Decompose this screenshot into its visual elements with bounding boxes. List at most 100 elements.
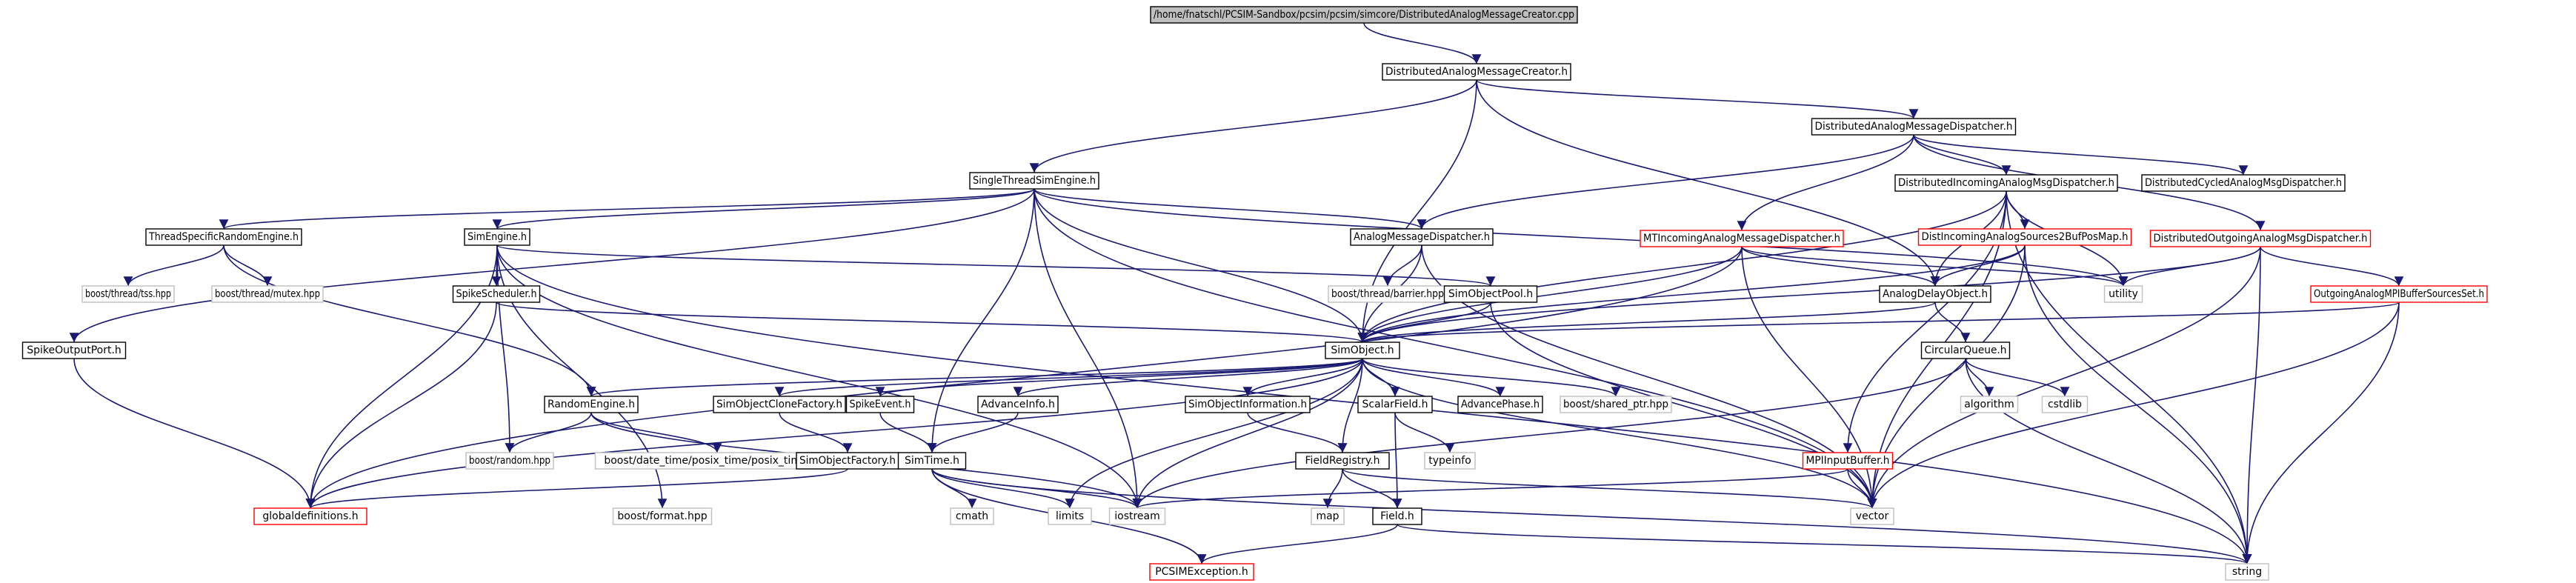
node-tsre[interactable]: ThreadSpecificRandomEngine.h (145, 228, 302, 246)
node-cq[interactable]: CircularQueue.h (1920, 342, 2011, 359)
node-socf[interactable]: SimObjectCloneFactory.h (713, 396, 846, 413)
edge-doamd-to-string (2242, 246, 2261, 564)
node-omb[interactable]: OutgoingAnalogMPIBufferSourcesSet.h (2310, 285, 2488, 303)
node-gd[interactable]: globaldefinitions.h (253, 507, 367, 525)
node-map: map (1311, 507, 1345, 525)
node-diamd[interactable]: DistributedIncomingAnalogMsgDispatcher.h (1894, 174, 2118, 192)
node-box (1311, 507, 1345, 525)
node-bsp: boost/shared_ptr.hpp (1560, 396, 1672, 413)
node-spe[interactable]: SpikeEvent.h (845, 396, 915, 413)
node-ai[interactable]: AdvanceInfo.h (977, 396, 1059, 413)
node-amd[interactable]: AnalogMessageDispatcher.h (1350, 228, 1494, 246)
node-box (1640, 230, 1844, 247)
node-box (1295, 452, 1390, 470)
node-damc[interactable]: DistributedAnalogMessageCreator.h (1382, 63, 1571, 81)
node-box (253, 507, 367, 525)
node-stse[interactable]: SingleThreadSimEngine.h (969, 172, 1099, 190)
edge-dias2b-to-vector (1867, 244, 2026, 509)
edge-damc-to-damd (1476, 79, 1919, 119)
node-label: SingleThreadSimEngine.h (973, 175, 1096, 187)
node-box (464, 228, 530, 246)
node-limits: limits (1048, 507, 1092, 525)
node-mtiamd[interactable]: MTIncomingAnalogMessageDispatcher.h (1640, 230, 1844, 247)
node-ado[interactable]: AnalogDelayObject.h (1879, 285, 1991, 303)
node-label: SimObjectInformation.h (1188, 399, 1307, 410)
node-label: boost/thread/mutex.hpp (215, 288, 320, 300)
node-field[interactable]: Field.h (1372, 507, 1422, 525)
edge-damd-to-mtiamd (1737, 134, 1914, 231)
node-box (1048, 507, 1092, 525)
edge-fr-to-field (1342, 468, 1402, 509)
edge-stse-to-amd (1034, 188, 1427, 230)
node-label: Field.h (1380, 510, 1414, 522)
edge-so-to-ap (1362, 358, 1505, 397)
node-ap[interactable]: AdvancePhase.h (1457, 396, 1543, 413)
node-box (950, 507, 994, 525)
edge-mpib-to-iostream (1133, 468, 1848, 509)
node-root[interactable]: /home/fnatschl/PCSIM-Sandbox/pcsim/pcsim… (1150, 6, 1578, 24)
node-dcamd[interactable]: DistributedCycledAnalogMsgDispatcher.h (2141, 174, 2346, 192)
edge-se-to-sop (496, 244, 1495, 287)
node-sop2[interactable]: SpikeOutputPort.h (21, 342, 127, 359)
node-box (1382, 63, 1571, 81)
edge-mtiamd-to-ado (1741, 246, 1940, 287)
node-label: vector (1856, 510, 1889, 522)
node-label: algorithm (1964, 399, 2014, 410)
edge-stse-to-utility (1034, 188, 2129, 287)
node-box (2149, 230, 2372, 247)
edge-sop-to-so (1357, 302, 1491, 343)
node-box (544, 396, 639, 413)
edge-doamd-to-utility (2118, 246, 2261, 287)
node-box (1372, 507, 1422, 525)
node-box (1894, 174, 2118, 192)
edge-field-to-string (1397, 524, 2251, 564)
node-sss[interactable]: SpikeScheduler.h (452, 285, 541, 303)
node-box (1802, 452, 1894, 470)
edge-st-to-string (931, 468, 2252, 564)
edge-doamd-to-omb (2260, 246, 2404, 287)
node-label: limits (1056, 510, 1084, 522)
node-se[interactable]: SimEngine.h (464, 228, 530, 246)
node-label: SimEngine.h (467, 231, 527, 243)
node-pcsimex[interactable]: PCSIMException.h (1149, 563, 1254, 581)
node-label: cstdlib (2048, 399, 2082, 410)
node-st[interactable]: SimTime.h (897, 452, 967, 470)
node-vector: vector (1850, 507, 1894, 525)
edge-re-to-brandom (505, 412, 592, 453)
node-sf[interactable]: ScalarField.h (1357, 396, 1433, 413)
edge-so-to-gd (305, 358, 1363, 509)
node-mpib[interactable]: MPIInputBuffer.h (1802, 452, 1894, 470)
node-box (211, 285, 324, 303)
node-label: iostream (1114, 510, 1160, 522)
edge-re-to-bdt (590, 412, 722, 453)
node-utility: utility (2103, 285, 2143, 303)
edge-tsre-to-re (223, 244, 596, 397)
node-re[interactable]: RandomEngine.h (544, 396, 639, 413)
node-label: boost/shared_ptr.hpp (1563, 399, 1668, 410)
node-box (2141, 174, 2346, 192)
node-box (81, 285, 175, 303)
node-sop[interactable]: SimObjectPool.h (1443, 285, 1538, 303)
node-soi[interactable]: SimObjectInformation.h (1185, 396, 1311, 413)
edge-so-to-iostream (1132, 358, 1363, 509)
edge-diamd-to-so (1357, 190, 2007, 343)
node-doamd[interactable]: DistributedOutgoingAnalogMsgDispatcher.h (2149, 230, 2372, 247)
node-label: globaldefinitions.h (262, 510, 358, 522)
node-sof[interactable]: SimObjectFactory.h (796, 452, 899, 470)
node-label: SpikeScheduler.h (456, 288, 537, 300)
node-box (969, 172, 1099, 190)
node-label: SimTime.h (905, 455, 959, 467)
node-box (612, 507, 713, 525)
edge-stse-to-so (1034, 188, 1368, 343)
node-so[interactable]: SimObject.h (1325, 342, 1400, 359)
node-cstdlib: cstdlib (2041, 396, 2089, 413)
edge-amd-to-bthbarrier (1382, 244, 1422, 287)
node-string: string (2225, 563, 2269, 581)
node-box (1108, 507, 1166, 525)
node-fr[interactable]: FieldRegistry.h (1295, 452, 1390, 470)
edge-dias2b-to-string (2024, 244, 2252, 564)
node-dias2b[interactable]: DistIncomingAnalogSources2BufPosMap.h (1917, 228, 2132, 246)
node-label: map (1316, 510, 1339, 522)
node-label: AnalogMessageDispatcher.h (1354, 231, 1490, 243)
node-damd[interactable]: DistributedAnalogMessageDispatcher.h (1811, 118, 2017, 136)
